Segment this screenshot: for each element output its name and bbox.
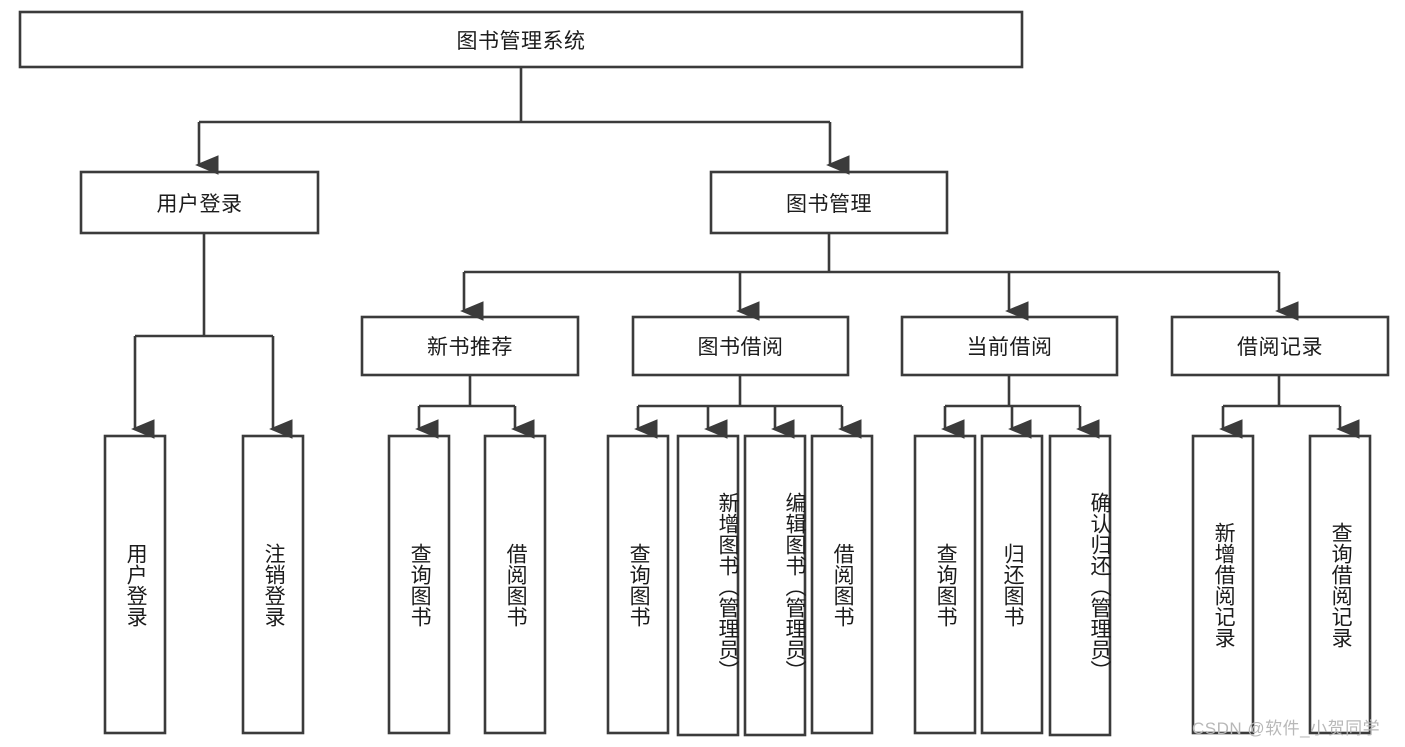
leaf-box-book-borrow-1[interactable] — [676, 434, 740, 737]
node-box-user-login[interactable] — [79, 170, 320, 235]
leaf-box-book-borrow-0[interactable] — [606, 434, 670, 735]
node-box-book-borrow[interactable] — [631, 315, 850, 377]
leaf-box-new-book-0[interactable] — [387, 434, 451, 735]
node-box-book-manage[interactable] — [709, 170, 949, 235]
leaf-box-borrow-record-1[interactable] — [1308, 434, 1372, 735]
node-box-borrow-record[interactable] — [1170, 315, 1390, 377]
leaf-box-user-login-0[interactable] — [103, 434, 167, 735]
csdn-watermark: CSDN @软件_小贺同学 — [1192, 719, 1381, 738]
leaf-box-book-borrow-3[interactable] — [810, 434, 874, 735]
node-box-root[interactable] — [18, 10, 1024, 69]
node-box-current-borrow[interactable] — [900, 315, 1119, 377]
leaf-box-current-borrow-0[interactable] — [913, 434, 977, 735]
leaf-box-book-borrow-2[interactable] — [743, 434, 807, 737]
leaf-box-borrow-record-0[interactable] — [1191, 434, 1255, 735]
leaf-box-new-book-1[interactable] — [483, 434, 547, 735]
leaf-box-user-login-1[interactable] — [241, 434, 305, 735]
leaf-box-current-borrow-2[interactable] — [1048, 434, 1112, 737]
leaf-box-current-borrow-1[interactable] — [980, 434, 1044, 735]
node-box-new-book-recommend[interactable] — [360, 315, 580, 377]
